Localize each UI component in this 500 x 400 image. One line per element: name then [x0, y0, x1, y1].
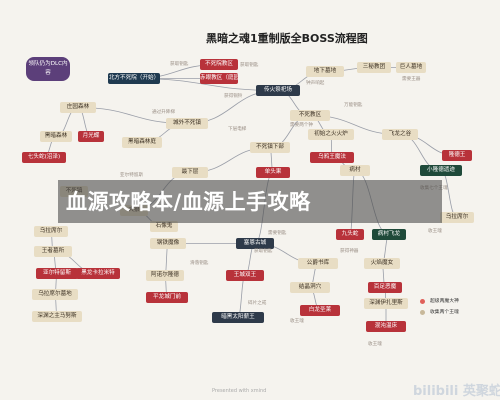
- edge-note: 需要王器: [402, 77, 421, 82]
- flow-node: 黑暗森林庭: [122, 137, 162, 148]
- flow-node: 混沌温床: [366, 321, 406, 332]
- flow-node: 不死教区: [290, 110, 330, 121]
- flow-node: 不死镇下部: [250, 142, 290, 153]
- edge-note: 下层电梯: [228, 127, 247, 132]
- flow-node: 城外不死镇: [166, 118, 208, 129]
- flow-node: 病村: [340, 165, 370, 176]
- flow-node: 深渊之主马努斯: [32, 311, 82, 322]
- legend-item: 超级两魔大神: [420, 296, 495, 307]
- flow-node: 单头果: [256, 167, 290, 178]
- overlay-banner: [58, 180, 442, 223]
- flow-node: 庄园森林: [60, 102, 96, 113]
- edge-note: 收王魂: [368, 342, 382, 347]
- footer-credit: Presented with xmind: [212, 388, 267, 394]
- flow-node: 王城双王: [226, 270, 264, 281]
- flow-node: 黑暗森林: [40, 131, 72, 142]
- flow-node: 黑龙卡拉米特: [76, 268, 120, 279]
- flow-node: 领队仍为DLC内容: [26, 57, 70, 81]
- edge-note: 获取钥匙: [240, 63, 259, 68]
- legend-dot-icon: [420, 310, 425, 315]
- flow-node: 北方不死院（开始）: [108, 73, 160, 84]
- banner-title: 血源攻略本/血源上手攻略: [66, 190, 311, 214]
- edge-note: 获得铜铃: [224, 94, 243, 99]
- flow-node: 塞恩古城: [236, 238, 274, 249]
- flow-node: 不死院教区: [200, 59, 238, 70]
- edge-note: 钟声响起: [306, 81, 325, 86]
- flow-node: 深渊伊扎里斯: [364, 298, 408, 309]
- edge-note: 万能钥匙: [344, 103, 363, 108]
- edge-note: 滑落钥匙: [190, 261, 209, 266]
- diagram-title: 黑暗之魂1重制版全BOSS流程图: [206, 32, 368, 45]
- flow-node: 结晶洞穴: [290, 282, 330, 293]
- flow-node: 钢铁魔像: [150, 238, 186, 249]
- flow-node: 暗黑太阳薪王: [212, 312, 264, 323]
- flow-node: 九头蛇: [336, 229, 364, 240]
- edge-note: 收王魂: [290, 319, 304, 324]
- flow-node: 乌鸦王魔法: [310, 152, 354, 163]
- edge-note: 获取钥匙: [254, 249, 273, 254]
- legend-dot-icon: [420, 299, 425, 304]
- edge-note: 收王魂: [428, 229, 442, 234]
- flow-node: 病村飞龙: [372, 229, 406, 240]
- edge-note: 需要钥匙: [268, 231, 287, 236]
- flow-node: 月光蝶: [78, 131, 104, 142]
- flow-node: 飞龙之谷: [382, 129, 418, 140]
- flow-node: 平龙城门前: [146, 292, 188, 303]
- flow-node: 巨人墓地: [396, 62, 426, 73]
- flow-node: 乌拉席尔墓地: [32, 289, 78, 300]
- flow-node: 最下层: [172, 167, 208, 178]
- flow-node: 三秘教团: [357, 62, 391, 73]
- legend: 超级两魔大神 收集两个王魂: [420, 296, 495, 318]
- flow-node: 传火祭祀场: [256, 85, 300, 96]
- flow-node: 七头蛇(沼泽): [22, 152, 66, 163]
- edge-note: 获得神器: [340, 249, 359, 254]
- edge-note: 获取钥匙: [170, 62, 189, 67]
- flow-node: 王者墓所: [34, 246, 72, 257]
- flow-node: 赤眼教区（庭园）: [200, 73, 238, 84]
- flow-node: 白龙圣莱: [300, 305, 340, 316]
- flow-node: 阿诺尔隆德: [146, 270, 184, 281]
- edge-note: 碎片之戒: [248, 301, 267, 306]
- flow-node: 初始之火火炉: [308, 129, 354, 140]
- flow-node: 小隆德遗迹: [420, 165, 462, 176]
- watermark: bilibili 英聚蛇: [413, 384, 500, 399]
- edge-note: 通过升降梯: [152, 110, 175, 115]
- flow-node: 百足恶魔: [368, 282, 402, 293]
- edge-note: 亚尔特留斯: [120, 173, 143, 178]
- flow-node: 火焰魔女: [364, 258, 400, 269]
- flow-node: 隆德王: [442, 150, 472, 161]
- legend-item: 收集两个王魂: [420, 307, 495, 318]
- edge-note: 需要两个钟: [290, 123, 313, 128]
- flow-node: 公爵书库: [298, 258, 338, 269]
- flow-node: 石像鬼: [150, 221, 178, 232]
- flow-node: 地下墓地: [306, 66, 344, 77]
- flow-node: 亚尔特留斯: [36, 268, 78, 279]
- flow-node: 乌拉席尔: [34, 226, 68, 237]
- flow-node: 乌拉席尔: [440, 212, 474, 223]
